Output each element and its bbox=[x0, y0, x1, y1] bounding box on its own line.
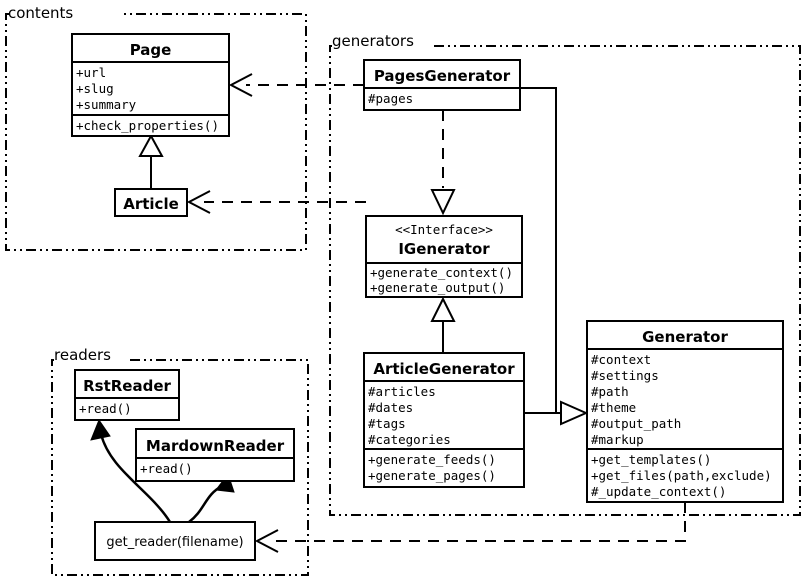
class-article-generator-title: ArticleGenerator bbox=[373, 360, 515, 378]
class-generator[interactable]: Generator #context #settings #path #them… bbox=[586, 320, 784, 503]
package-readers-label-bg bbox=[54, 348, 130, 366]
class-generator-attribute-context: #context bbox=[591, 352, 651, 367]
class-igenerator-method-generate-output: +generate_output() bbox=[370, 280, 505, 295]
package-contents-label-bg bbox=[10, 4, 120, 22]
class-generator-attribute-theme: #theme bbox=[591, 400, 636, 415]
class-article-generator-method-generate-feeds: +generate_feeds() bbox=[368, 452, 496, 467]
package-contents-label: contents bbox=[8, 4, 73, 22]
class-generator-attribute-path: #path bbox=[591, 384, 629, 399]
class-igenerator-title: IGenerator bbox=[398, 240, 490, 258]
edge-article-inherits-page bbox=[138, 133, 164, 189]
class-rst-reader-frame bbox=[74, 369, 180, 421]
edge-get-reader-returns-rstreader bbox=[90, 418, 172, 523]
function-get-reader[interactable]: get_reader(filename) bbox=[94, 521, 256, 561]
class-article-generator-attribute-articles: #articles bbox=[368, 384, 436, 399]
class-generator-attribute-markup: #markup bbox=[591, 432, 644, 447]
class-article-frame bbox=[114, 188, 188, 217]
package-contents: contents bbox=[5, 4, 307, 251]
class-page-attribute-url: +url bbox=[76, 65, 106, 80]
class-pages-generator-title: PagesGenerator bbox=[374, 67, 511, 85]
package-generators-label: generators bbox=[332, 32, 414, 50]
class-pages-generator[interactable]: PagesGenerator #pages bbox=[363, 59, 521, 111]
class-article-generator[interactable]: ArticleGenerator #articles #dates #tags … bbox=[363, 352, 525, 488]
class-article-title: Article bbox=[123, 195, 179, 213]
class-page-attribute-summary: +summary bbox=[76, 97, 137, 112]
edge-pagesgenerator-realizes-igenerator bbox=[430, 110, 456, 216]
package-readers-label: readers bbox=[54, 346, 111, 364]
package-generators-border bbox=[329, 45, 801, 516]
class-rst-reader-method-read: +read() bbox=[79, 401, 132, 416]
package-contents-border bbox=[5, 13, 307, 251]
class-pages-generator-attribute-pages: #pages bbox=[368, 91, 413, 106]
class-article[interactable]: Article bbox=[114, 188, 188, 217]
class-generator-method-get-templates: +get_templates() bbox=[591, 452, 711, 467]
class-igenerator-method-generate-context: +generate_context() bbox=[370, 265, 513, 280]
class-mardown-reader-frame bbox=[135, 428, 295, 482]
function-get-reader-frame bbox=[94, 521, 256, 561]
package-generators: generators bbox=[329, 32, 801, 516]
class-rst-reader[interactable]: RstReader +read() bbox=[74, 369, 180, 421]
class-mardown-reader-method-read: +read() bbox=[140, 461, 193, 476]
class-generator-method-get-files: +get_files(path,exclude) bbox=[591, 468, 772, 483]
package-readers-border bbox=[51, 359, 309, 576]
class-pages-generator-frame bbox=[363, 59, 521, 111]
class-article-generator-attribute-tags: #tags bbox=[368, 416, 406, 431]
class-article-generator-attribute-dates: #dates bbox=[368, 400, 413, 415]
package-generators-label-bg bbox=[332, 34, 432, 52]
class-generator-attribute-settings: #settings bbox=[591, 368, 659, 383]
class-mardown-reader[interactable]: MardownReader +read() bbox=[135, 428, 295, 482]
class-article-generator-attribute-categories: #categories bbox=[368, 432, 451, 447]
class-article-generator-frame bbox=[363, 352, 525, 488]
edge-pagesgenerator-depends-page bbox=[228, 73, 364, 97]
class-igenerator[interactable]: <<Interface>> IGenerator +generate_conte… bbox=[365, 215, 523, 298]
edge-generator-depends-get-reader bbox=[254, 502, 686, 553]
class-page[interactable]: Page +url +slug +summary +check_properti… bbox=[71, 33, 230, 137]
class-generator-title: Generator bbox=[642, 328, 728, 346]
class-page-frame bbox=[71, 33, 230, 137]
class-rst-reader-title: RstReader bbox=[83, 377, 171, 395]
class-generator-attribute-output-path: #output_path bbox=[591, 416, 681, 431]
class-article-generator-method-generate-pages: +generate_pages() bbox=[368, 468, 496, 483]
class-generator-method-update-context: #_update_context() bbox=[591, 484, 726, 499]
class-mardown-reader-title: MardownReader bbox=[146, 437, 285, 455]
class-igenerator-frame bbox=[365, 215, 523, 298]
class-generator-frame bbox=[586, 320, 784, 503]
edge-articlegenerator-extends-generator bbox=[524, 400, 589, 426]
class-page-title: Page bbox=[130, 41, 172, 59]
class-page-attribute-slug: +slug bbox=[76, 81, 114, 96]
edge-articlegenerator-depends-article bbox=[186, 190, 366, 214]
function-get-reader-label: get_reader(filename) bbox=[106, 535, 243, 550]
class-page-method-check-properties: +check_properties() bbox=[76, 118, 219, 133]
package-readers: readers bbox=[51, 346, 309, 576]
edge-articlegenerator-realizes-igenerator bbox=[430, 296, 456, 353]
class-igenerator-stereotype: <<Interface>> bbox=[395, 222, 493, 237]
